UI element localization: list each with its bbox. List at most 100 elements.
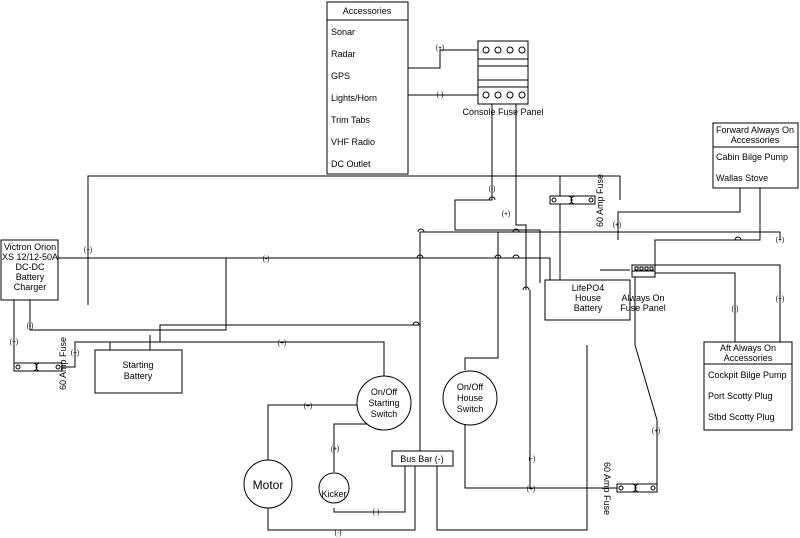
house-battery-label: House [575,293,601,303]
negative-label: (-) [373,509,380,516]
accessory-item: Radar [331,49,356,59]
starting-battery: Starting Battery [94,349,183,394]
aft-accessories-box: Aft Always On Accessories Cockpit Bilge … [703,341,793,431]
accessory-item: Lights/Horn [331,93,377,103]
aft-accessory-item: Stbd Scotty Plug [708,412,775,422]
house-battery-label: Battery [574,303,603,313]
house-switch-label: On/Off [457,382,484,392]
charger-label: DC-DC [16,262,45,272]
wire-switch-kicker [333,423,372,472]
accessory-item: GPS [331,71,350,81]
wire-positive-right [420,231,781,240]
positive-label: (+) [613,222,622,229]
always-on-panel-label: Always On [621,293,664,303]
starting-switch-label: On/Off [371,387,398,397]
wire-aft-positive [655,264,781,342]
wire-switch-motor [267,404,360,460]
charger-label: XS 12/12-50A [2,252,58,262]
starting-switch-label: Switch [371,409,398,419]
wire-house-negative [226,257,551,283]
wire-charger-negative [29,257,227,331]
positive-label: (+) [278,340,287,347]
fuse-left: 60 Amp Fuse [13,337,68,390]
positive-label: (+) [436,45,445,52]
wire-console-negative [454,104,541,283]
wire-start-switch [75,341,385,388]
forward-accessories-title: Forward Always On [716,125,794,135]
kicker-label: Kicker [321,489,346,499]
accessory-item: VHF Radio [331,137,375,147]
house-battery-label: LifePO4 [572,283,605,293]
console-fuse-panel-label: Console Fuse Panel [462,107,543,117]
charger-label: Charger [14,282,47,292]
forward-accessory-item: Wallas Stove [716,173,768,183]
polarity-labels: (+) (-) (-) (+) (+) (+) (-) (+) (+) (-) … [10,45,785,537]
starting-battery-label: Starting [122,360,153,370]
aft-accessory-item: Port Scotty Plug [708,391,773,401]
starting-battery-label: Battery [124,371,153,381]
positive-label: (+) [84,247,93,254]
accessory-item: Trim Tabs [331,115,371,125]
accessories-title: Accessories [343,6,392,16]
negative-label: (-) [27,323,34,330]
accessories-box: Accessories Sonar Radar GPS Lights/Horn … [326,1,409,175]
bus-bar: Bus Bar (-) [391,450,454,467]
positive-label: (+) [10,339,19,346]
positive-label: (+) [71,350,80,357]
wire-motor-negative [267,466,416,531]
bus-bar-label: Bus Bar (-) [400,454,444,464]
charger-label: Victron Orion [4,242,56,252]
fuse-label: 60 Amp Fuse [58,337,68,390]
positive-label: (+) [776,237,785,244]
wire-kicker-negative [333,466,406,513]
accessory-item: DC Outlet [331,159,371,169]
negative-label: (-) [263,256,270,263]
motor-label: Motor [253,478,284,492]
starting-switch: On/Off Starting Switch [356,375,412,431]
house-switch: On/Off House Switch [442,370,498,426]
wire-house-switch-out [464,425,617,489]
starting-switch-label: Starting [368,398,399,408]
fuse-label: 60 Amp Fuse [602,462,612,515]
wire-forward-positive [617,188,741,240]
wire-house-switch-in [464,232,499,370]
fuse-top: 60 Amp Fuse [549,174,605,227]
wire-hops [412,196,742,326]
positive-label: (+) [331,446,340,453]
house-switch-label: Switch [457,404,484,414]
negative-label: (-) [489,186,496,193]
motor: Motor [243,459,293,509]
wire-fuse-alwayson [634,277,658,488]
wire-busbar-house-negative [436,345,588,531]
always-on-fuse-panel: Always On Fuse Panel [620,264,666,313]
wire-accessories-positive [408,49,478,69]
fuse-bottom: 60 Amp Fuse [602,462,658,515]
positive-label: (+) [502,211,511,218]
forward-accessory-item: Cabin Bilge Pump [716,152,788,162]
aft-accessory-item: Cockpit Bilge Pump [708,370,787,380]
positive-label: (+) [652,428,661,435]
always-on-panel-label: Fuse Panel [620,303,666,313]
forward-accessories-title: Accessories [731,135,780,145]
positive-label: (+) [527,486,536,493]
positive-label: (+) [304,403,313,410]
negative-label: (-) [732,306,739,313]
kicker: Kicker [318,472,350,504]
console-fuse-panel: Console Fuse Panel [462,40,544,117]
fuse-label: 60 Amp Fuse [595,174,605,227]
aft-accessories-title: Aft Always On [720,343,776,353]
charger-label: Battery [16,272,45,282]
wire-aft-negative [655,272,736,342]
positive-label: (+) [776,296,785,303]
negative-label: (-) [437,92,444,99]
house-switch-label: House [457,393,483,403]
accessory-item: Sonar [331,27,355,37]
wire-forward-negative [654,188,761,265]
wire-charger-positive [87,175,621,305]
negative-label: (-) [335,530,342,537]
dc-dc-charger: Victron Orion XS 12/12-50A DC-DC Battery… [0,239,59,301]
house-battery: LifePO4 House Battery [544,279,631,321]
wire-console-positive [515,104,527,290]
forward-accessories-box: Forward Always On Accessories Cabin Bilg… [712,122,799,189]
